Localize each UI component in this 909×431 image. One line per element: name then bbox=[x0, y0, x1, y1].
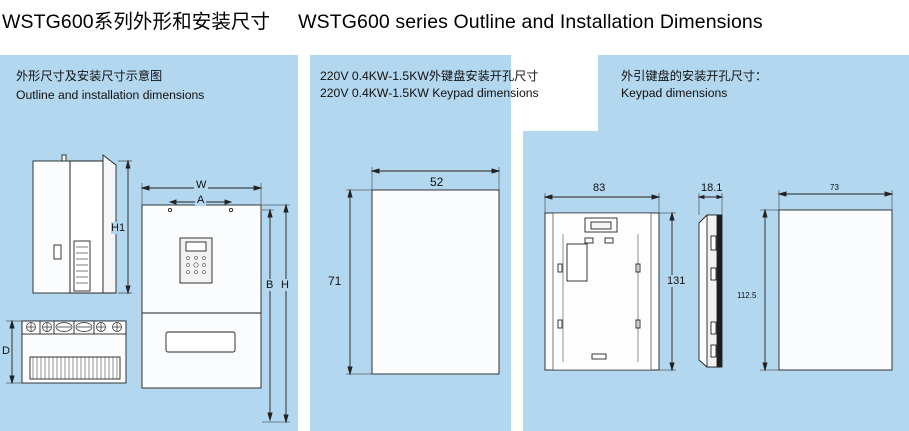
title-english: WSTG600 series Outline and Installation … bbox=[298, 11, 763, 33]
cutout-rectangle bbox=[371, 189, 500, 375]
front-height-dimension bbox=[659, 211, 676, 372]
b-dimension-line bbox=[262, 208, 274, 422]
title-chinese: WSTG600系列外形和安装尺寸 bbox=[2, 11, 271, 33]
cutout-height-dimension-112 bbox=[760, 208, 779, 372]
keypad-cutout-heading-cn: 220V 0.4KW-1.5KW外键盘安装开孔尺寸 bbox=[320, 69, 539, 83]
h1-dimension-line bbox=[118, 159, 132, 295]
label-a: A bbox=[195, 194, 207, 206]
label-h1: H1 bbox=[111, 222, 126, 234]
cutout-width-value: 52 bbox=[430, 175, 444, 189]
h-dimension-line bbox=[262, 203, 290, 424]
cutout-height-value: 71 bbox=[328, 274, 342, 288]
label-w: W bbox=[194, 179, 209, 191]
front-width-value: 83 bbox=[593, 182, 606, 194]
label-b: B bbox=[266, 279, 274, 291]
bottom-view-drawing bbox=[21, 320, 127, 384]
keypad-front-view bbox=[544, 212, 660, 371]
keypad-cutout-drawing bbox=[346, 167, 501, 376]
keypad-side-view bbox=[698, 214, 723, 368]
cutout-width-value-73: 73 bbox=[830, 183, 839, 192]
keypad-cutout-panel: 220V 0.4KW-1.5KW外键盘安装开孔尺寸 220V 0.4KW-1.5… bbox=[310, 55, 539, 431]
label-d: D bbox=[2, 345, 10, 357]
front-view-drawing bbox=[141, 204, 262, 389]
side-depth-dimension bbox=[697, 193, 724, 215]
front-width-dimension bbox=[543, 193, 661, 213]
keypad-cutout-heading-en: 220V 0.4KW-1.5KW Keypad dimensions bbox=[320, 86, 539, 100]
cutout-height-value-112: 112.5 bbox=[737, 291, 757, 300]
cutout-height-dimension bbox=[346, 188, 372, 376]
label-h: H bbox=[281, 279, 289, 291]
outline-dimensions-panel: 外形尺寸及安装尺寸示意图 Outline and installation di… bbox=[0, 55, 298, 431]
front-height-value: 131 bbox=[667, 275, 686, 287]
outline-drawing bbox=[6, 154, 290, 424]
side-depth-value: 18.1 bbox=[701, 182, 723, 194]
cutout-width-dimension bbox=[370, 167, 501, 190]
external-keypad-heading-cn: 外引键盘的安装开孔尺寸： bbox=[621, 69, 768, 83]
d-dimension-line bbox=[6, 319, 22, 385]
mounting-cutout-rectangle bbox=[778, 209, 893, 371]
outline-heading-en: Outline and installation dimensions bbox=[16, 88, 205, 102]
cutout-width-dimension-73 bbox=[777, 190, 894, 210]
outline-heading-cn: 外形尺寸及安装尺寸示意图 bbox=[16, 69, 163, 83]
page-title: WSTG600系列外形和安装尺寸 WSTG600 series Outline a… bbox=[2, 5, 763, 34]
side-view-drawing bbox=[32, 154, 117, 294]
external-keypad-heading-en: Keypad dimensions bbox=[621, 86, 728, 100]
